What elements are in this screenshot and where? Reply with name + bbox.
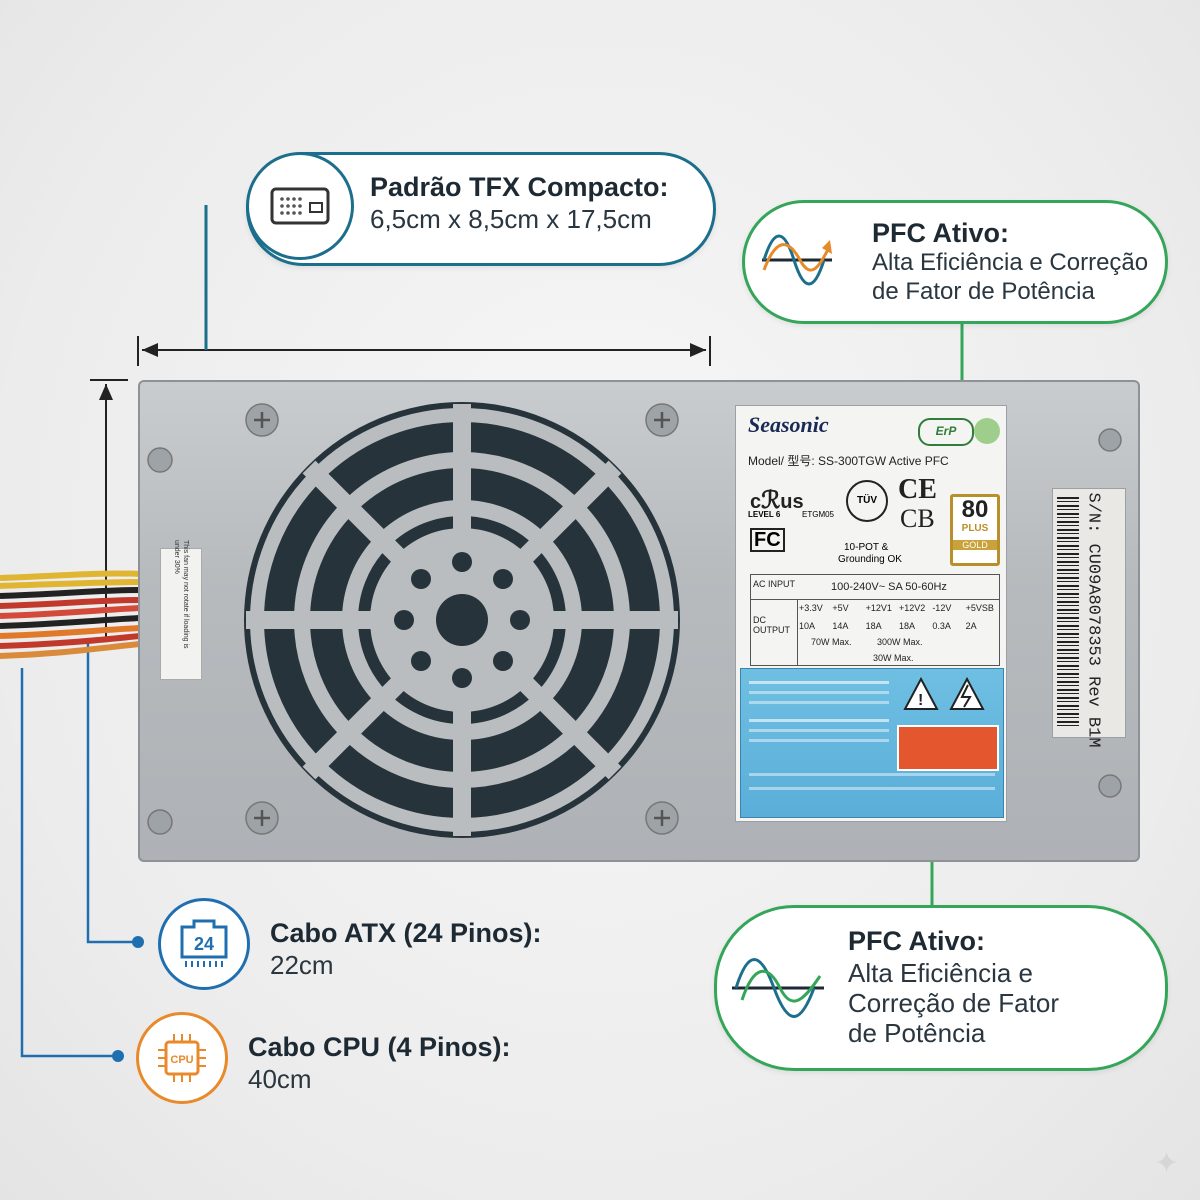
cpu-icon-text: CPU [170,1054,193,1066]
cb-mark: CB [900,504,935,533]
brand-logo: Seasonic [748,412,829,437]
rail-cell: +12V2 [898,603,926,613]
psu-box-icon [246,152,354,260]
barcode [1057,497,1079,729]
fc-mark: FC [750,528,785,552]
pfc-bottom-line2: Correção de Fator [848,988,1059,1018]
svg-text:!: ! [918,692,923,709]
sine-wave-icon [762,234,832,286]
cpu-length: 40cm [248,1064,312,1094]
tfx-dimensions: 6,5cm x 8,5cm x 17,5cm [370,204,652,234]
pfc-bottom-line1: Alta Eficiência e [848,958,1033,988]
connector-24-icon: 24 [158,898,250,990]
serial-number: S/N: CU09A8078353 Rev B1M [1083,492,1103,748]
grounding-text: Grounding OK [838,554,902,565]
spec-table: AC INPUT 100-240V~ SA 50-60Hz DC OUTPUT … [750,574,1000,666]
80-plus-number: 80 [961,496,989,523]
tfx-title: Padrão TFX Compacto: [370,172,669,202]
amp-cell: 14A [832,621,849,631]
total-watts: 30W Max. [873,653,914,663]
amp-cell: 10A [799,621,816,631]
amp-cell: 18A [865,621,882,631]
ac-input-label: AC INPUT [753,579,796,589]
watts-cell: 70W Max. [811,637,852,647]
pfc-top-callout [742,200,1168,324]
cpu-chip-icon: CPU [136,1012,228,1104]
80-plus-text: PLUS [961,523,989,534]
rail-cell: +5VSB [965,603,994,613]
rail-cell: +12V1 [865,603,892,613]
atx-icon-text: 24 [194,934,214,954]
warning-label: ! [740,668,1004,818]
amp-cell: 0.3A [932,621,951,631]
80-plus-gold-text: GOLD [953,540,997,550]
level-text: LEVEL 6 [748,510,781,519]
atx-length: 22cm [270,950,334,980]
tuv-badge: TÜV [846,480,888,522]
serial-sticker: S/N: CU09A8078353 Rev B1M [1052,488,1126,748]
rail-cell: +3.3V [799,603,823,613]
side-sticker-text: This fan may not rotate if loading is un… [173,540,189,649]
amp-cell: 18A [898,621,915,631]
pfc-top-line1: Alta Eficiência e Correção [872,249,1149,276]
psu-cables [0,570,140,659]
model-line: Model/ 型号: SS-300TGW Active PFC [748,454,949,468]
atx-title: Cabo ATX (24 Pinos): [270,918,542,948]
amp-row: 10A 14A 18A 18A 0.3A 2A [799,621,999,631]
eco-icon [974,418,1000,444]
pfc-bottom-line3: de Potência [848,1018,986,1048]
pot-text: 10-POT & [844,542,889,553]
sine-wave-icon [732,958,824,1018]
fan-grille [244,402,680,838]
warning-red-tag [897,725,999,771]
dc-output-label: DC OUTPUT [753,615,790,635]
rail-cell: +5V [832,603,849,613]
etg-text: ETGM05 [802,510,835,519]
rail-row: +3.3V +5V +12V1 +12V2 -12V +5VSB [799,603,999,613]
ce-mark: CE [898,474,937,505]
rail-cell: -12V [932,603,952,613]
watts-cell: 300W Max. [877,637,923,647]
ac-input-value: 100-240V~ SA 50-60Hz [831,581,947,593]
erp-badge: ErP [918,418,974,446]
pfc-bottom-title: PFC Ativo: [848,926,985,956]
pfc-top-title: PFC Ativo: [872,218,1009,248]
side-warning-sticker: This fan may not rotate if loading is un… [160,540,202,680]
sparkle-icon: ✦ [1154,1147,1180,1180]
warning-triangle-icons: ! [903,676,985,710]
pfc-top-line2: de Fator de Potência [872,278,1095,305]
ul-logo-icon: cℛus [750,487,804,514]
cpu-title: Cabo CPU (4 Pinos): [248,1032,511,1062]
amp-cell: 2A [965,621,977,631]
80-plus-gold-badge: 80 PLUS GOLD [950,494,1000,566]
